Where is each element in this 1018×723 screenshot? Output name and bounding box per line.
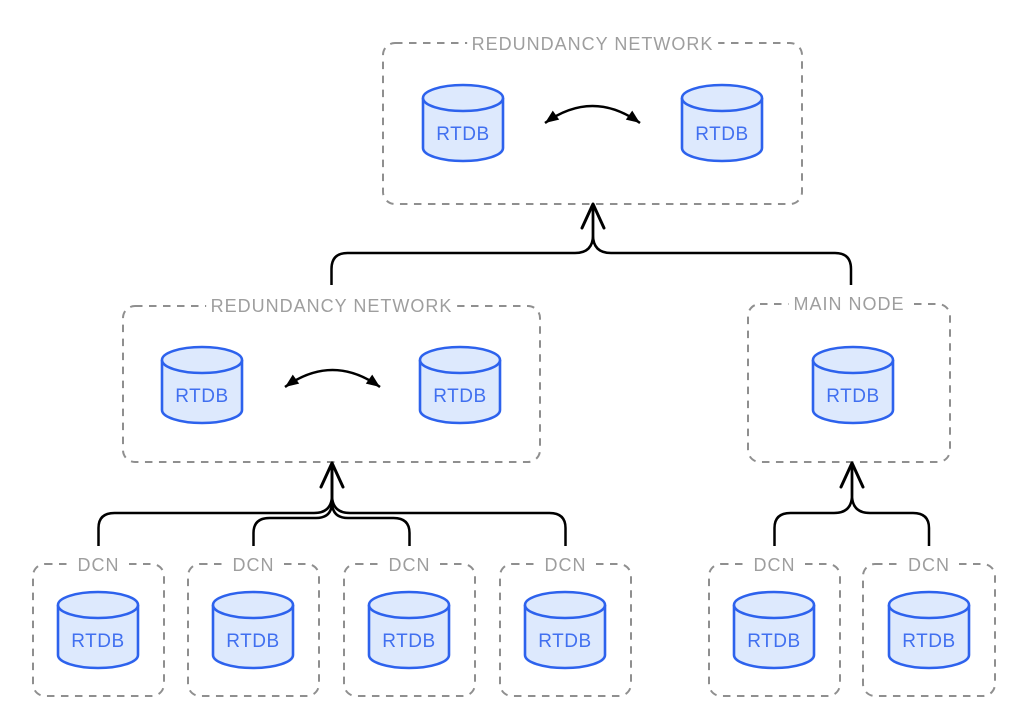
group-box-dcn-6: [862, 563, 996, 697]
rtdb-label: RTDB: [538, 631, 591, 652]
rtdb-cylinder: RTDB: [367, 590, 451, 670]
rtdb-label: RTDB: [436, 124, 489, 145]
merge-connector-to-mid: [97, 461, 567, 546]
up-arrow-head: [839, 461, 865, 489]
bidirectional-sync-arrow-mid: [284, 368, 381, 389]
group-label-dcn-4: DCN: [539, 555, 592, 575]
rtdb-label: RTDB: [382, 631, 435, 652]
rtdb-label: RTDB: [826, 386, 879, 407]
bidirectional-sync-arrow-top: [544, 104, 641, 125]
rtdb-cylinder: RTDB: [418, 345, 502, 425]
rtdb-label: RTDB: [695, 124, 748, 145]
group-label-dcn-1: DCN: [72, 555, 125, 575]
rtdb-label: RTDB: [433, 386, 486, 407]
rtdb-label: RTDB: [902, 631, 955, 652]
rtdb-cylinder: RTDB: [732, 590, 816, 670]
rtdb-label: RTDB: [226, 631, 279, 652]
group-label-dcn-5: DCN: [748, 555, 801, 575]
rtdb-label: RTDB: [747, 631, 800, 652]
up-arrow-head: [319, 461, 345, 489]
merge-connector-to-top: [330, 202, 853, 285]
rtdb-cylinder: RTDB: [211, 590, 295, 670]
rtdb-cylinder: RTDB: [421, 83, 505, 163]
rtdb-cylinder: RTDB: [160, 345, 244, 425]
rtdb-cylinder: RTDB: [56, 590, 140, 670]
rtdb-cylinder: RTDB: [523, 590, 607, 670]
rtdb-cylinder: RTDB: [811, 345, 895, 425]
group-label-main-node: MAIN NODE: [788, 294, 910, 314]
rtdb-label: RTDB: [175, 386, 228, 407]
group-label-dcn-3: DCN: [383, 555, 436, 575]
group-label-redundancy-mid: REDUNDANCY NETWORK: [205, 296, 458, 316]
group-label-dcn-2: DCN: [227, 555, 280, 575]
group-label-redundancy-top: REDUNDANCY NETWORK: [466, 34, 719, 54]
up-arrow-head: [580, 202, 606, 230]
group-label-dcn-6: DCN: [903, 555, 955, 575]
rtdb-label: RTDB: [71, 631, 124, 652]
rtdb-cylinder: RTDB: [680, 83, 764, 163]
merge-connector-to-main: [773, 461, 931, 546]
rtdb-cylinder: RTDB: [887, 590, 971, 670]
